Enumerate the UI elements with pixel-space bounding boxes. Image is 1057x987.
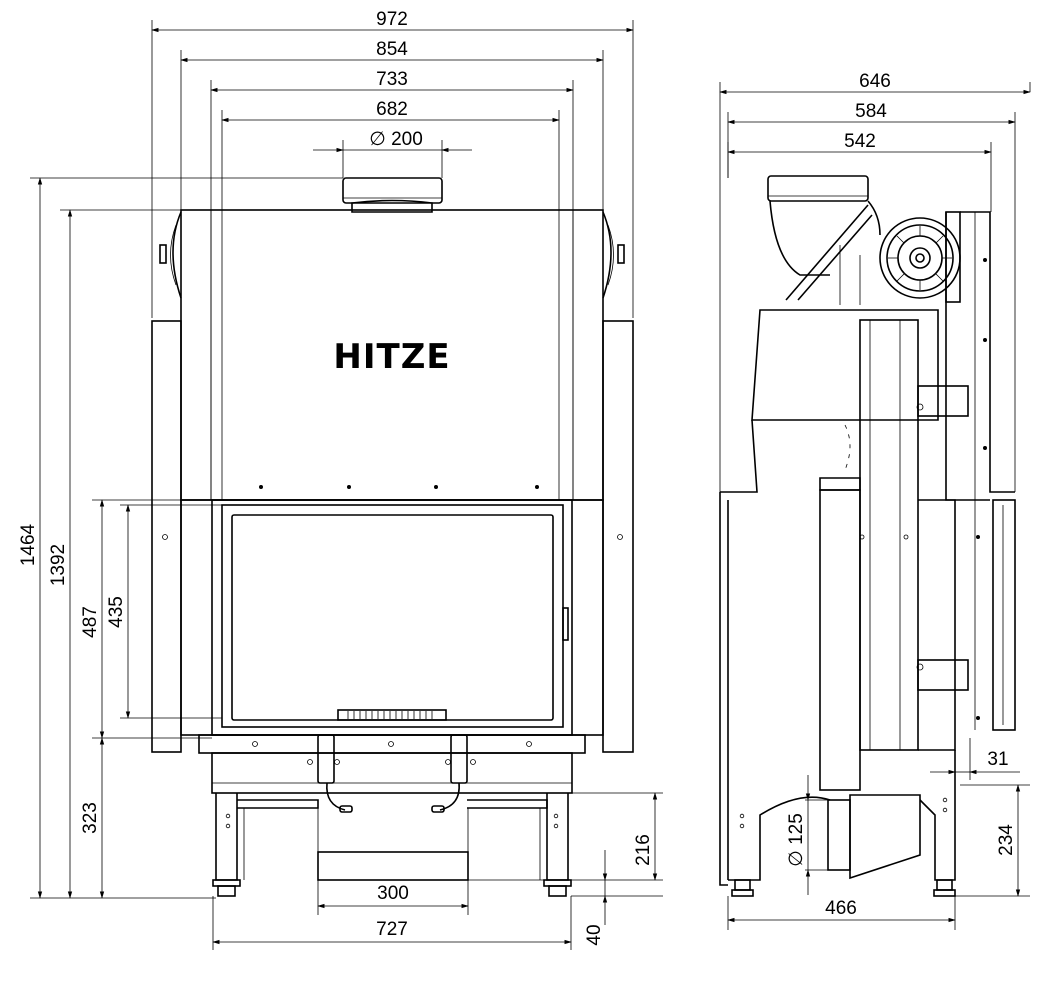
- dim-300: 300: [377, 883, 409, 904]
- side-base: [728, 750, 956, 897]
- base-section: [198, 734, 586, 897]
- fan-blades: [888, 226, 952, 290]
- air-inlet-diameter-label: ∅ 125: [786, 813, 807, 867]
- dim-854: 854: [376, 39, 408, 60]
- dim-40: 40: [584, 924, 605, 945]
- side-fans: [159, 211, 625, 299]
- dim-466: 466: [825, 898, 857, 919]
- dim-727: 727: [376, 919, 408, 940]
- dim-733: 733: [376, 69, 408, 90]
- dim-323: 323: [80, 802, 101, 834]
- front-left-dimensions: 1464 1392 487 435 323: [18, 177, 343, 899]
- flue-collar: [342, 177, 443, 213]
- upper-casing: HITZE: [180, 209, 604, 501]
- side-flue: [767, 175, 881, 305]
- side-top-dimensions: 646 584 542: [719, 71, 1031, 492]
- front-right-dimensions: 216 40: [468, 792, 663, 946]
- door-grille: [347, 711, 433, 719]
- dim-542: 542: [844, 131, 876, 152]
- dim-682: 682: [376, 99, 408, 120]
- flue-diameter-label: ∅ 200: [369, 129, 423, 150]
- side-fan: [879, 211, 961, 303]
- front-view: 972 854 733 682 ∅ 200: [18, 9, 663, 950]
- fire-door: [180, 499, 604, 736]
- side-dimensions: ∅ 125 31 234 466: [727, 738, 1030, 930]
- front-top-dimensions: 972 854 733 682 ∅ 200: [151, 9, 634, 500]
- dim-31: 31: [987, 749, 1008, 770]
- dim-234: 234: [996, 824, 1017, 856]
- dim-216: 216: [633, 834, 654, 866]
- dim-646: 646: [859, 71, 891, 92]
- front-bottom-dimensions: 300 727: [212, 880, 572, 950]
- dim-435: 435: [106, 596, 127, 628]
- dim-972: 972: [376, 9, 408, 30]
- side-casing: [719, 211, 1016, 886]
- side-view: 646 584 542: [719, 71, 1031, 930]
- outer-frame: [151, 320, 634, 753]
- dim-1464: 1464: [18, 523, 39, 566]
- dim-1392: 1392: [48, 544, 69, 586]
- dim-487: 487: [80, 606, 101, 638]
- dim-584: 584: [855, 101, 887, 122]
- brand-logo: HITZE: [333, 337, 450, 377]
